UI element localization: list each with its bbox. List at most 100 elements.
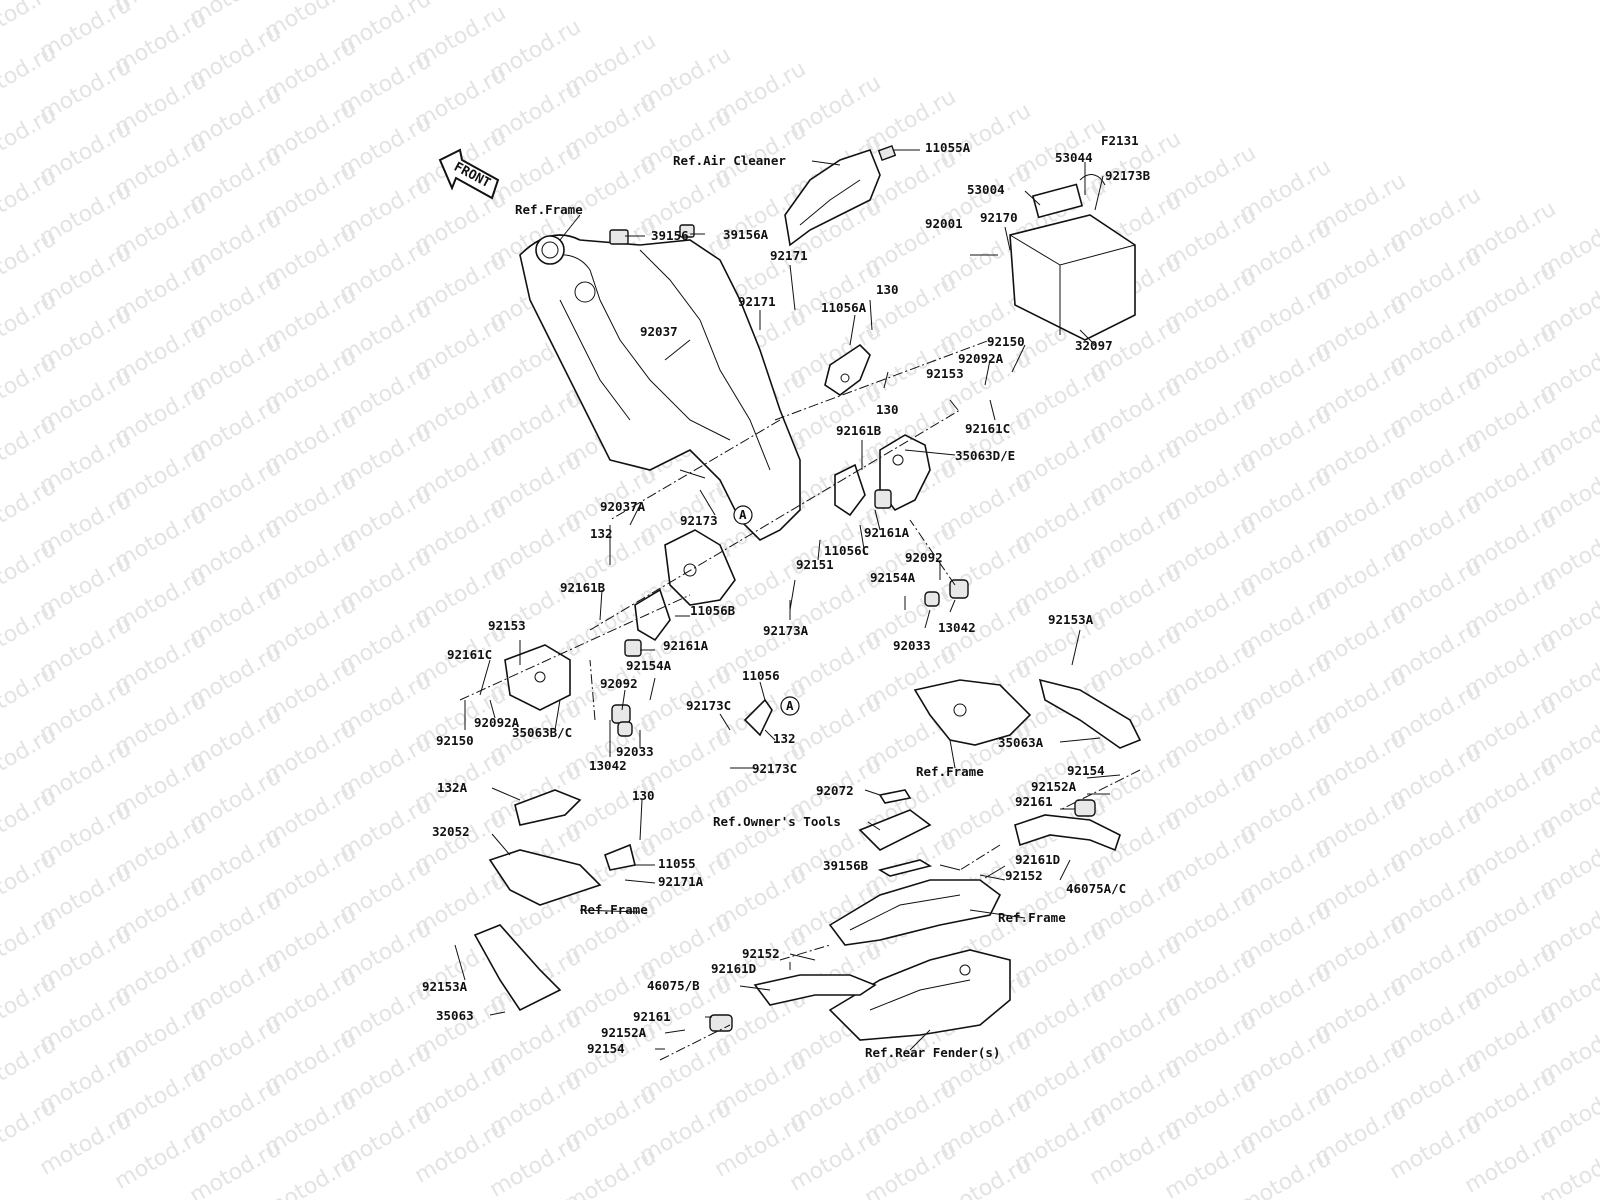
part-35063bc-label: 35063B/C [512,725,572,740]
part-92161a-right-label: 92161A [864,525,910,540]
part-132-b-label: 132 [773,731,796,746]
air-cleaner-duct [784,145,897,247]
leader-lines [454,149,1121,1051]
part-132-a-label: 132 [590,526,613,541]
part-92154a-left-label: 92154A [626,658,672,673]
part-92152-right-label: 92152 [1005,868,1043,883]
part-35063de-label: 35063D/E [955,448,1015,463]
part-130-a-label: 130 [876,282,899,297]
part-92033-right-label: 92033 [893,638,931,653]
part-92173-label: 92173 [680,513,718,528]
rear-fender [828,949,1011,1041]
part-92171-a-label: 92171 [770,248,808,263]
part-92154-right-label: 92154 [1067,763,1105,778]
part-92173c-b-label: 92173C [752,761,797,776]
front-arrow-icon: FRONT [438,148,500,200]
part-92092-right-label: 92092 [905,550,943,565]
part-labels: F2131 Ref.Air Cleaner 11055A 53044 92173… [422,133,1151,1060]
part-53004-label: 53004 [967,182,1005,197]
part-39156a-label: 39156A [723,227,769,242]
part-92153a-left-label: 92153A [422,979,468,994]
part-39156-label: 39156 [651,228,689,243]
part-92037a-label: 92037A [600,499,646,514]
part-92151-label: 92151 [796,557,834,572]
ref-air-cleaner-label: Ref.Air Cleaner [673,153,786,168]
part-46075b-label: 46075/B [647,978,700,993]
part-92154-left-label: 92154 [587,1041,625,1056]
part-132a-label: 132A [437,780,468,795]
part-11056c-label: 11056C [824,543,869,558]
part-92161d-left-label: 92161D [711,961,756,976]
part-53044-label: 53044 [1055,150,1093,165]
part-92161b-right-label: 92161B [836,423,882,438]
part-92161c-right-label: 92161C [965,421,1010,436]
tool-tray [858,789,933,877]
part-92171a-label: 92171A [658,874,704,889]
part-11055a-label: 11055A [925,140,971,155]
under-tray [828,879,1002,946]
part-35063-label: 35063 [436,1008,474,1023]
ref-frame-top-label: Ref.Frame [515,202,583,217]
part-92153-right-label: 92153 [926,366,964,381]
part-92150-right-label: 92150 [987,334,1025,349]
part-92037-label: 92037 [640,324,678,339]
part-92154a-right-label: 92154A [870,570,916,585]
part-130-c-label: 130 [632,788,655,803]
svg-text:A: A [786,698,794,713]
part-11055-label: 11055 [658,856,696,871]
alignment-lines [459,339,1141,1061]
part-92153a-right-label: 92153A [1048,612,1094,627]
part-35063a-label: 35063A [998,735,1044,750]
ref-frame-lower-label: Ref.Frame [580,902,648,917]
part-92033-left-label: 92033 [616,744,654,759]
part-92173a-label: 92173A [763,623,809,638]
part-92173b-label: 92173B [1105,168,1151,183]
part-92152a-left-label: 92152A [601,1025,647,1040]
part-13042-right-label: 13042 [938,620,976,635]
part-92150-left-label: 92150 [436,733,474,748]
part-11056-label: 11056 [742,668,780,683]
ref-frame-mid-label: Ref.Frame [916,764,984,779]
ref-rear-fender-label: Ref.Rear Fender(s) [865,1045,1000,1060]
part-92152a-right-label: 92152A [1031,779,1077,794]
ref-owners-tools-label: Ref.Owner's Tools [713,814,841,829]
svg-text:A: A [739,507,747,522]
right-pillion-bracket [913,678,1142,749]
bracket-11056a [824,343,871,396]
part-92161d-right-label: 92161D [1015,852,1060,867]
diagram-id: F2131 [1101,133,1139,148]
left-footpeg-bracket [504,529,736,737]
battery-case [1009,174,1136,341]
part-11056a-label: 11056A [821,300,867,315]
part-92001-label: 92001 [925,216,963,231]
left-pillion-bracket [473,789,636,1012]
part-92161-right-label: 92161 [1015,794,1053,809]
part-92092a-left-label: 92092A [474,715,520,730]
part-92161-left-label: 92161 [633,1009,671,1024]
part-92170-label: 92170 [980,210,1018,225]
grab-handle-right [1014,799,1121,852]
callout-a-lower: A [780,696,800,716]
bracket-11056 [743,698,773,737]
part-13042-left-label: 13042 [589,758,627,773]
main-frame [519,224,801,541]
part-92161a-left-label: 92161A [663,638,709,653]
ref-frame-right-label: Ref.Frame [998,910,1066,925]
part-92161b-left-label: 92161B [560,580,606,595]
part-130-b-label: 130 [876,402,899,417]
part-92152-left-label: 92152 [742,946,780,961]
part-39156b-label: 39156B [823,858,869,873]
part-92171-b-label: 92171 [738,294,776,309]
part-92161c-left-label: 92161C [447,647,492,662]
part-92173c-a-label: 92173C [686,698,731,713]
part-11056b-label: 11056B [690,603,736,618]
part-32097-label: 32097 [1075,338,1113,353]
part-92092-left-label: 92092 [600,676,638,691]
part-92072-label: 92072 [816,783,854,798]
part-32052-label: 32052 [432,824,470,839]
part-92092a-right-label: 92092A [958,351,1004,366]
part-92153-left-label: 92153 [488,618,526,633]
callout-a-upper: A [733,505,753,525]
